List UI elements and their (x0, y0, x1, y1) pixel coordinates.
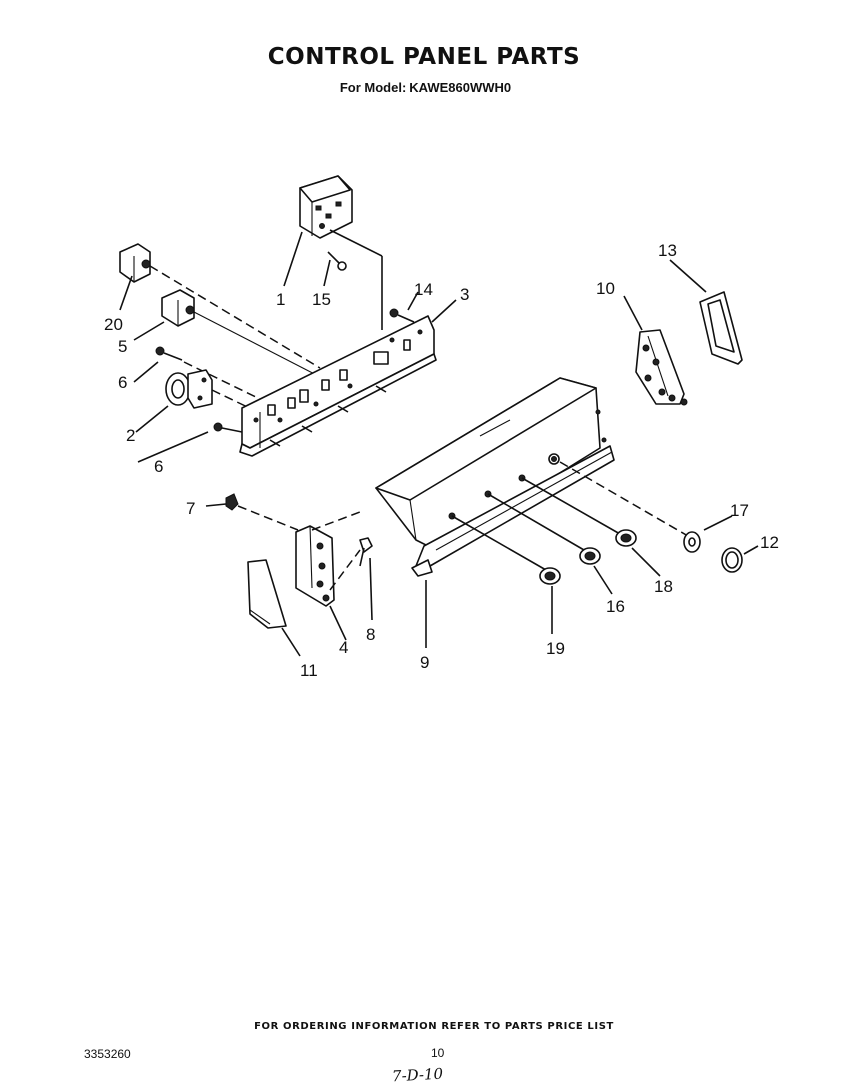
part-6-screw-lower (213, 422, 243, 433)
callout-13: 13 (658, 241, 677, 260)
part-8-screw (359, 537, 373, 567)
model-number: KAWE860WWH0 (409, 80, 512, 95)
callout-20: 20 (104, 315, 123, 334)
ordering-info-note: FOR ORDERING INFORMATION REFER TO PARTS … (254, 1021, 614, 1032)
callout-17: 17 (730, 501, 749, 520)
model-prefix: For Model: (339, 80, 407, 95)
callout-19: 19 (546, 639, 565, 658)
part-12-knob (721, 547, 743, 573)
callout-18: 18 (654, 577, 673, 596)
callout-7: 7 (186, 499, 195, 518)
model-line: For Model:KAWE860WWH0 (0, 80, 848, 95)
part-4-end-cap (295, 525, 335, 607)
part-10-end-cap (635, 329, 688, 406)
callout-6-lower: 6 (154, 457, 163, 476)
callout-8: 8 (366, 625, 375, 644)
callout-2: 2 (126, 426, 135, 445)
handwritten-date: 7-D-10 (391, 1064, 444, 1086)
callout-3: 3 (460, 285, 469, 304)
part-6-screw-upper (155, 346, 183, 361)
callout-1: 1 (276, 290, 285, 309)
part-19-knob (539, 567, 561, 585)
callout-6-upper: 6 (118, 373, 127, 392)
part-3-panel-bracket (239, 315, 437, 457)
part-16-knob (579, 547, 601, 565)
callout-10: 10 (596, 279, 615, 298)
callout-14: 14 (414, 280, 433, 299)
callout-15: 15 (312, 290, 331, 309)
part-9-console (375, 377, 615, 577)
callout-5: 5 (118, 337, 127, 356)
part-17-washer (683, 531, 701, 553)
part-18-knob (615, 529, 637, 547)
callout-11: 11 (300, 661, 318, 680)
callout-12: 12 (760, 533, 779, 552)
callout-4: 4 (339, 638, 348, 657)
part-20-switch (119, 243, 151, 283)
page-number: 10 (431, 1046, 445, 1060)
part-5-switch (161, 289, 195, 327)
part-11-trim (247, 559, 287, 629)
part-7-clip (225, 493, 239, 511)
callout-9: 9 (420, 653, 429, 672)
part-1-timer (299, 175, 383, 330)
part-2-selector (165, 369, 213, 409)
part-15-screw (327, 251, 347, 271)
callout-16: 16 (606, 597, 625, 616)
part-14-screw (389, 308, 415, 323)
page-title: CONTROL PANEL PARTS (267, 44, 581, 70)
document-number: 3353260 (84, 1047, 131, 1061)
part-13-trim (699, 291, 743, 365)
